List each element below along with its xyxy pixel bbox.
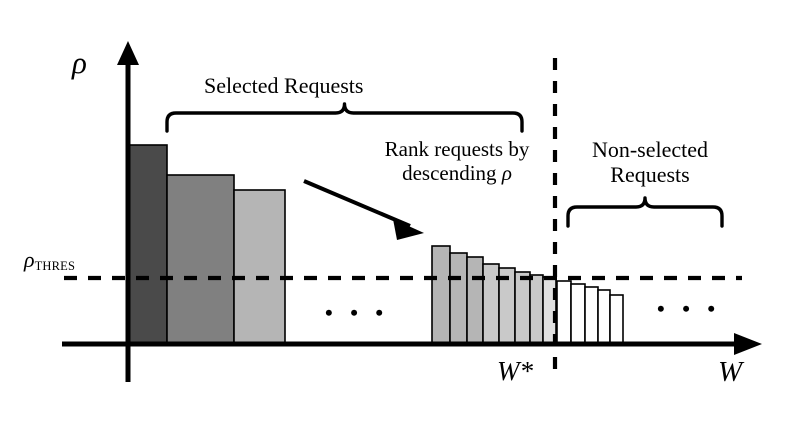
bar-selected-tail-11 — [542, 276, 557, 345]
rank-annotation-line-2: descending ρ — [352, 160, 562, 186]
bar-non-selected-12 — [556, 280, 572, 345]
threshold-label-symbol: ρ — [24, 247, 35, 272]
ellipsis-left: • • • — [325, 300, 390, 325]
x-axis-arrowhead — [734, 333, 762, 355]
y-axis-label: ρ — [72, 45, 87, 80]
ellipsis-right: • • • — [657, 296, 722, 321]
bar-selected-head-2 — [166, 174, 235, 345]
selected-requests-label: Selected Requests — [204, 73, 364, 98]
bar-selected-head-3 — [233, 189, 286, 345]
rank-annotation-rho-symbol: ρ — [501, 160, 512, 185]
threshold-label-subscript: THRES — [34, 259, 76, 273]
rank-annotation: Rank requests by descending ρ — [352, 137, 562, 186]
non-selected-requests-label: Non-selected Requests — [575, 137, 725, 187]
rank-annotation-arrowhead — [393, 219, 424, 240]
bar-selected-tail-9 — [514, 271, 531, 345]
threshold-label: ρTHRES — [24, 247, 76, 273]
non-selected-requests-brace — [566, 196, 724, 228]
non-selected-label-line-2: Requests — [610, 161, 690, 187]
bar-selected-tail-6 — [466, 256, 484, 345]
bar-selected-tail-10 — [529, 274, 544, 345]
cutoff-label: W* — [497, 356, 533, 386]
bar-selected-tail-4 — [431, 245, 451, 345]
bar-non-selected-16 — [609, 294, 624, 345]
bar-non-selected-14 — [584, 286, 599, 345]
x-axis-label: W — [718, 356, 743, 388]
y-axis-arrowhead — [117, 41, 139, 65]
bar-selected-tail-5 — [449, 252, 468, 345]
selected-requests-brace — [165, 102, 524, 133]
rank-annotation-arrow-shaft — [303, 179, 411, 228]
bar-selected-head-1 — [128, 144, 168, 345]
rank-annotation-line-2-prefix: descending — [402, 160, 502, 185]
rank-annotation-line-1: Rank requests by — [384, 137, 530, 161]
bar-non-selected-13 — [570, 283, 586, 345]
non-selected-label-line-1: Non-selected — [591, 137, 709, 162]
bar-non-selected-15 — [597, 289, 611, 345]
